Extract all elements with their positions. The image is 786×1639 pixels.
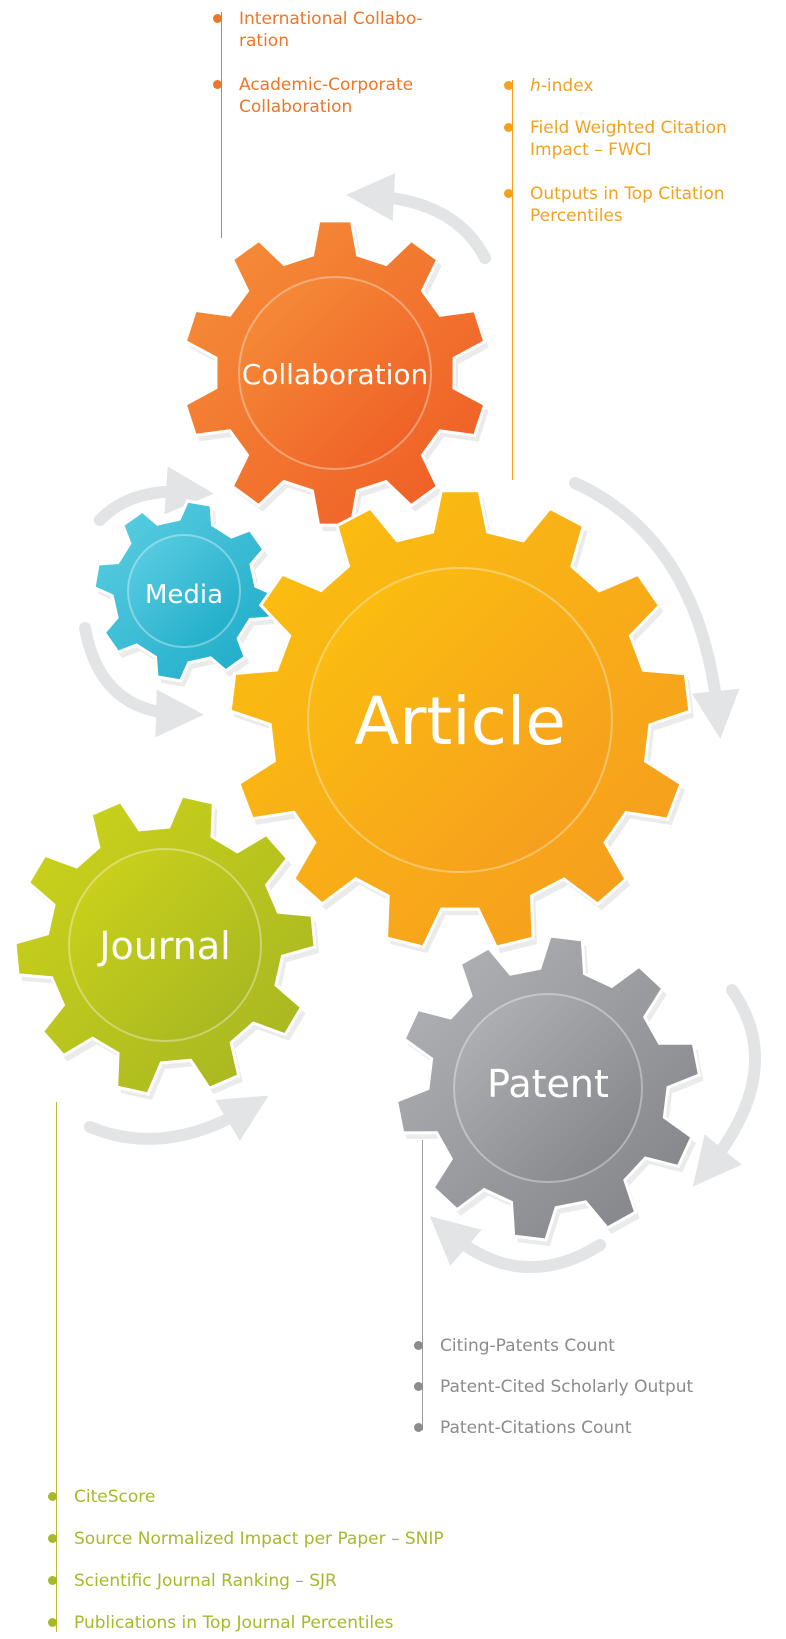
- list-item: Field Weighted Citation Impact – FWCI: [504, 117, 782, 161]
- media-gear-hub: [127, 534, 241, 648]
- journal-connector-line: [56, 1102, 57, 1632]
- list-item: Academic-Corporate Collaboration: [213, 74, 477, 118]
- collaboration-connector-line: [221, 12, 222, 238]
- journal-gear: [13, 794, 319, 1100]
- list-item: CiteScore: [48, 1486, 522, 1508]
- patent-arrow-right-icon: [692, 984, 762, 1187]
- metric-line: Academic-Corporate: [239, 75, 414, 95]
- media-arrow-top-icon: [94, 466, 214, 526]
- metric-line: Field Weighted Citation: [530, 118, 727, 138]
- list-item: Publications in Top Journal Percentiles: [48, 1612, 522, 1634]
- patent-gear: [394, 934, 704, 1246]
- metric-line: Outputs in Top Citation: [530, 184, 725, 204]
- journal-gear-label: Journal: [97, 924, 230, 968]
- patent-connector-line: [422, 1140, 423, 1430]
- list-item: h-index: [504, 75, 782, 97]
- metric-line: International Collabo-: [239, 9, 423, 29]
- media-gear: [92, 499, 278, 687]
- article-gear-label: Article: [354, 683, 566, 760]
- patent-arrow-bottom-icon: [429, 1216, 606, 1274]
- collaboration-arrow-icon: [346, 173, 491, 264]
- rotation-arrows: [79, 173, 762, 1274]
- patent-metrics-list: Citing-Patents Count Patent-Cited Schola…: [414, 1335, 748, 1439]
- patent-gear-hub: [453, 993, 643, 1183]
- article-gear-hub: [307, 567, 613, 873]
- journal-gear-hub: [68, 848, 262, 1042]
- metric-line: ration: [239, 31, 289, 51]
- collaboration-gear-label: Collaboration: [242, 358, 429, 391]
- list-item: Patent-Citations Count: [414, 1417, 748, 1439]
- list-item: Source Normalized Impact per Paper – SNI…: [48, 1528, 522, 1550]
- patent-gear-label: Patent: [487, 1062, 609, 1106]
- media-gear-label: Media: [145, 580, 223, 610]
- list-item: Citing-Patents Count: [414, 1335, 748, 1357]
- article-connector-line: [512, 80, 513, 480]
- metric-line: Collaboration: [239, 97, 353, 117]
- h-index-prefix: h: [530, 76, 541, 96]
- list-item: International Collabo- ration: [213, 8, 477, 52]
- h-index-suffix: -index: [540, 76, 594, 96]
- list-item: Patent-Cited Scholarly Output: [414, 1376, 748, 1398]
- list-item: Scientific Journal Ranking – SJR: [48, 1570, 522, 1592]
- metric-line: Impact – FWCI: [530, 140, 652, 160]
- journal-metrics-list: CiteScore Source Normalized Impact per P…: [48, 1486, 522, 1634]
- collaboration-gear-hub: [238, 276, 432, 470]
- media-arrow-bottom-icon: [79, 622, 204, 738]
- collaboration-metrics-list: International Collabo- ration Academic-C…: [213, 8, 477, 118]
- journal-arrow-icon: [84, 1095, 269, 1145]
- article-arrow-icon: [569, 477, 740, 739]
- metric-line: Percentiles: [530, 206, 623, 226]
- list-item: Outputs in Top Citation Percentiles: [504, 183, 782, 227]
- article-metrics-list: h-index Field Weighted Citation Impact –…: [504, 75, 782, 227]
- article-gear: [228, 489, 694, 954]
- collaboration-gear: [183, 219, 489, 532]
